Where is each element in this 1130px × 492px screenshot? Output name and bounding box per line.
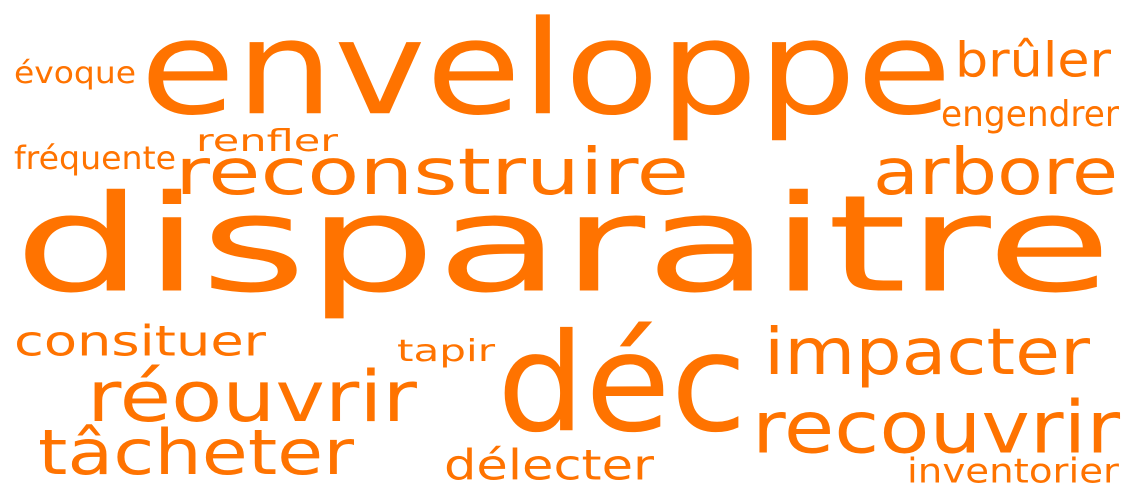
word-inventorier: inventorier: [907, 450, 1119, 491]
word-tapir: tapir: [397, 333, 495, 369]
word-dec: déc: [497, 303, 747, 463]
word-impacter: impacter: [764, 314, 1091, 390]
word-engendrer: engendrer: [941, 92, 1119, 135]
word-tacheter: tâcheter: [38, 416, 354, 489]
word-evoque: évoque: [14, 55, 137, 91]
word-reouvrir: réouvrir: [87, 355, 417, 438]
word-bruler: brûler: [955, 31, 1111, 88]
word-renfler: renfler: [196, 123, 338, 159]
word-consituer: consituer: [14, 316, 266, 366]
word-recouvrir: recouvrir: [752, 385, 1121, 470]
word-frequente: fréquente: [14, 139, 177, 177]
word-enveloppe: enveloppe: [140, 0, 952, 145]
word-delecter: délecter: [444, 440, 655, 490]
word-arbore: arbore: [873, 134, 1119, 210]
word-disparaitre: disparaitre: [14, 165, 1113, 323]
word-reconstruire: reconstruire: [175, 134, 690, 210]
